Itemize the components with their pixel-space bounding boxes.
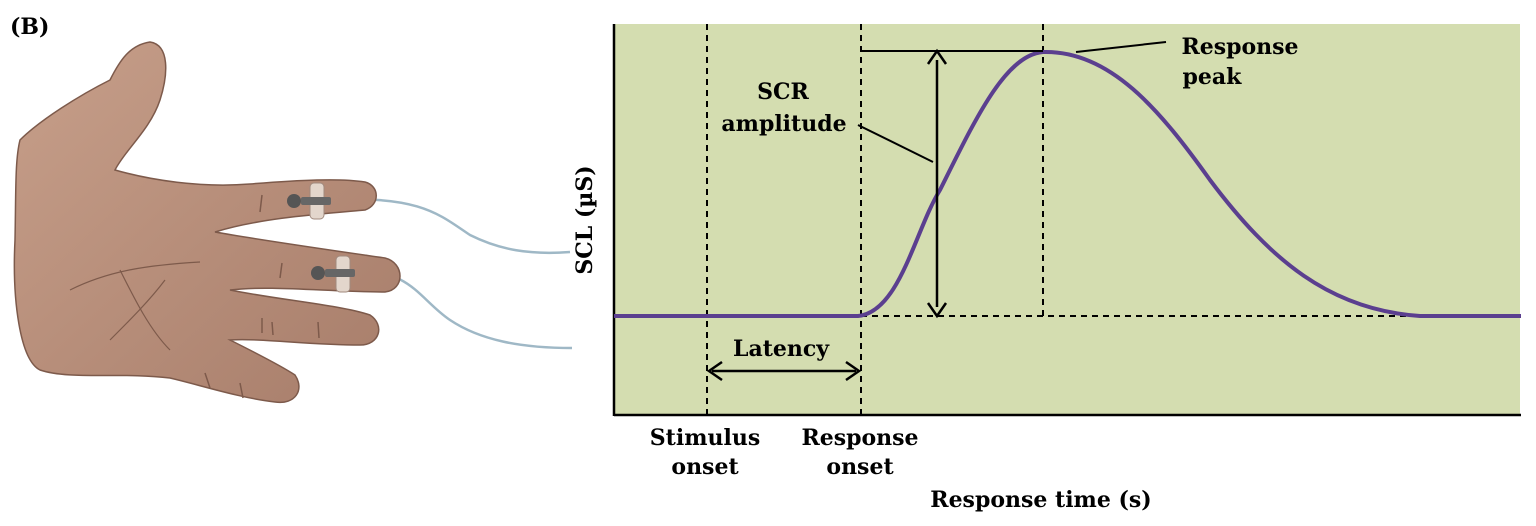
scr-graph: SCL (µS) Response time (s) Stimulus onse… xyxy=(572,24,1521,513)
plot-area xyxy=(614,24,1520,414)
finger-joint xyxy=(239,382,244,399)
panel-label: (B) xyxy=(10,14,50,40)
palm-crease xyxy=(119,269,171,351)
stimulus-onset-label-line1: Stimulus xyxy=(650,425,760,451)
scr-amplitude-label-line2: amplitude xyxy=(721,111,846,137)
finger-joint xyxy=(271,321,274,336)
palm-crease xyxy=(69,261,201,291)
amplitude-arrowhead-bottom xyxy=(926,302,948,319)
response-peak-label-line2: peak xyxy=(1183,64,1243,90)
finger-joint xyxy=(259,194,263,213)
peak-leader xyxy=(1075,41,1167,53)
response-onset-label-line2: onset xyxy=(826,454,894,480)
scr-amplitude-label-line1: SCR xyxy=(757,79,809,105)
finger-joint xyxy=(279,262,283,279)
response-onset-label-line1: Response xyxy=(801,425,918,451)
amplitude-arrowhead-top xyxy=(926,48,948,65)
palm-crease xyxy=(109,279,166,341)
electrode-upper xyxy=(287,182,331,220)
electrode-wire-upper xyxy=(329,198,571,255)
response-peak-label-line1: Response xyxy=(1181,34,1298,60)
x-axis-label: Response time (s) xyxy=(930,487,1151,513)
stimulus-onset-label-line2: onset xyxy=(671,454,739,480)
finger-joint xyxy=(204,372,211,389)
hand-palm xyxy=(13,41,401,404)
latency-label: Latency xyxy=(733,336,830,362)
finger-joint xyxy=(317,321,320,339)
latency-arrowhead-left xyxy=(706,360,723,382)
electrode-lower xyxy=(311,255,355,293)
latency-arrowhead-right xyxy=(845,360,862,382)
amplitude-leader xyxy=(857,124,934,163)
scr-curve xyxy=(614,49,1521,318)
hand-illustration xyxy=(13,41,573,404)
y-axis-label: SCL (µS) xyxy=(572,165,598,274)
